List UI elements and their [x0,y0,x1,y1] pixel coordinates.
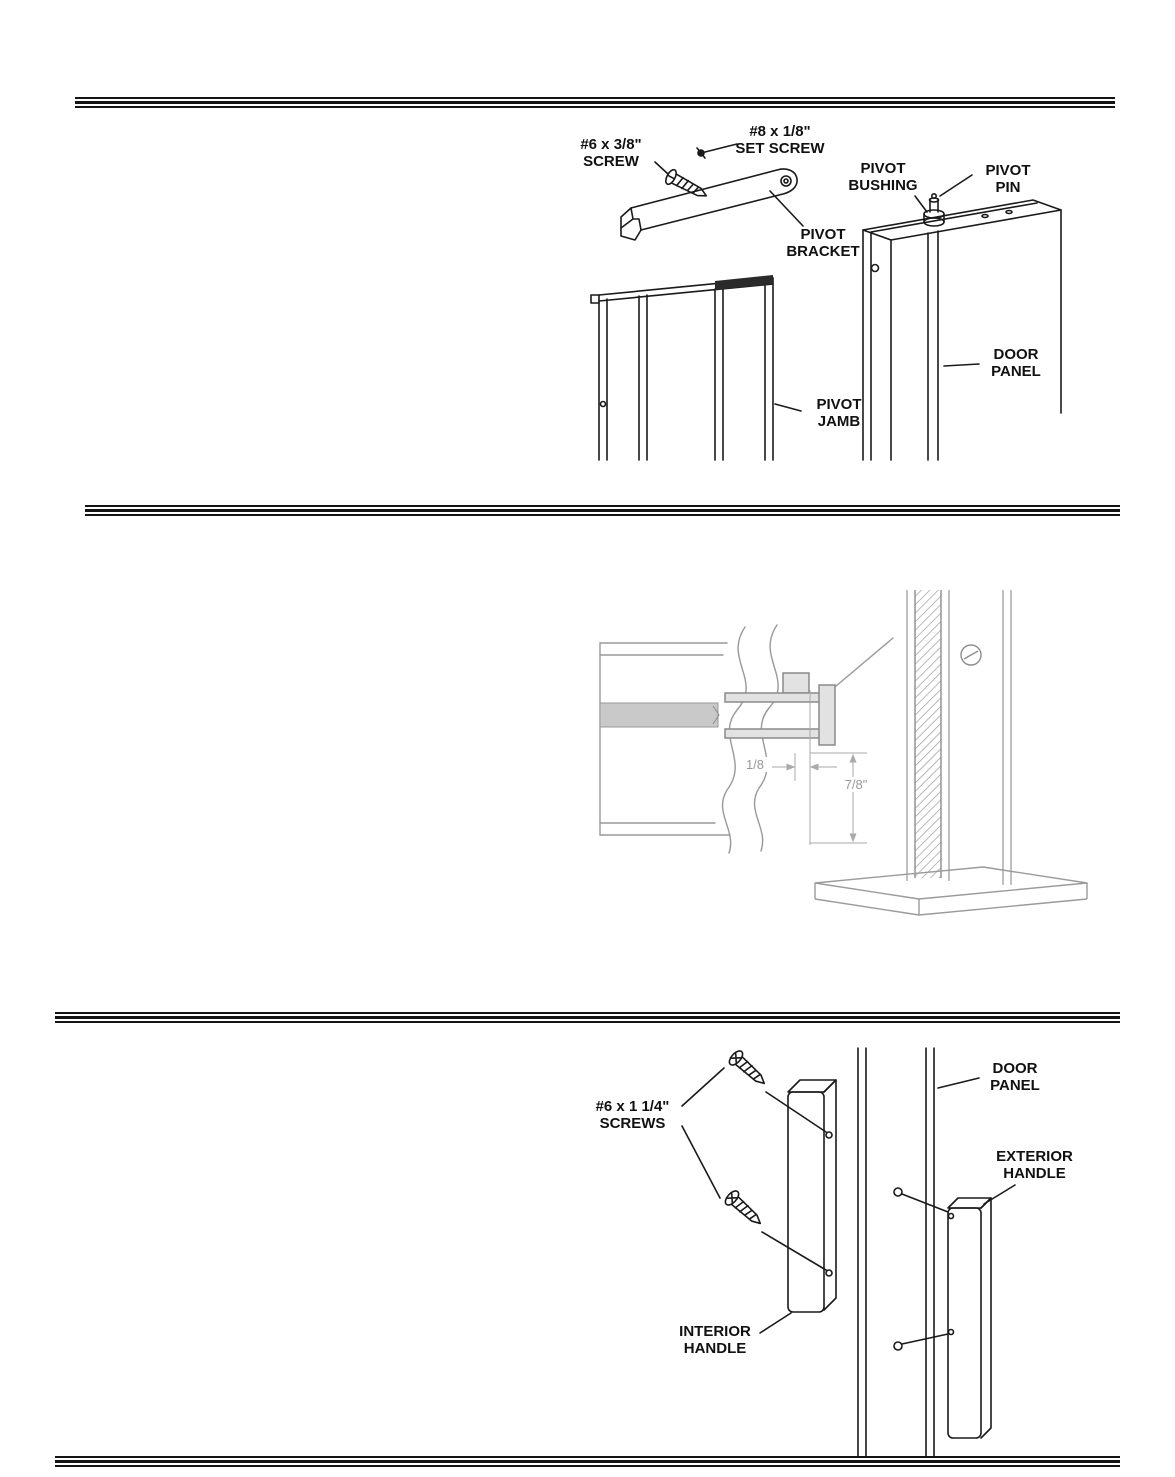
pivot-pin-drawing [923,193,945,227]
section-divider-top [75,97,1115,108]
figure-pivot-assembly: #6 x 3/8" SCREW #8 x 1/8" SET SCREW PIVO… [565,118,1090,463]
label-door-panel: DOOR PANEL [991,346,1041,380]
sill-drawing [814,866,1088,916]
section-divider-bottom [55,1456,1120,1467]
label-set-screw: #8 x 1/8" SET SCREW [735,123,825,157]
door-panel-section-drawing [906,590,1012,885]
screw-icon [724,1190,762,1225]
set-screw-icon [696,147,706,159]
section-frame-drawing [599,624,894,854]
leader-lines [681,1067,1016,1334]
label-pivot-pin: PIVOT PIN [985,162,1031,196]
door-handles-art [681,1047,1016,1457]
label-exterior-handle: EXTERIOR HANDLE [996,1148,1073,1182]
screw-icon [665,168,708,197]
label-screw: #6 x 3/8" SCREW [580,136,642,170]
label-pivot-bracket: PIVOT BRACKET [786,226,860,260]
pivot-jamb-drawing [590,275,774,461]
section-divider-3 [55,1012,1120,1023]
label-pivot-bushing: PIVOT BUSHING [848,160,918,194]
label-door-panel: DOOR PANEL [990,1060,1040,1094]
figure-door-handles: #6 x 1 1/4" SCREWS DOOR PANEL EXTERIOR H… [560,1040,1095,1460]
label-pivot-jamb: PIVOT JAMB [816,396,862,430]
figure-threshold-section: 1/8 7/8" [595,585,1095,950]
jamb-profile-drawing [724,672,836,746]
section-divider-2 [85,505,1120,516]
threshold-section-art [599,590,1088,916]
panel-section-drawing [599,702,720,728]
label-screws: #6 x 1 1/4" SCREWS [595,1098,670,1132]
leader-lines [654,143,980,412]
pivot-bracket-drawing [620,168,798,241]
pivot-assembly-art [590,143,1062,461]
door-panel-drawing [862,199,1062,461]
dimension-1-8: 1/8 [738,757,772,772]
exterior-handle-drawing [947,1197,992,1439]
dimension-7-8: 7/8" [836,777,876,792]
screw-icon [728,1050,766,1085]
interior-handle-drawing [787,1079,837,1313]
dimension-lines [767,690,867,845]
label-interior-handle: INTERIOR HANDLE [679,1323,751,1357]
door-panel-drawing [857,1047,949,1457]
